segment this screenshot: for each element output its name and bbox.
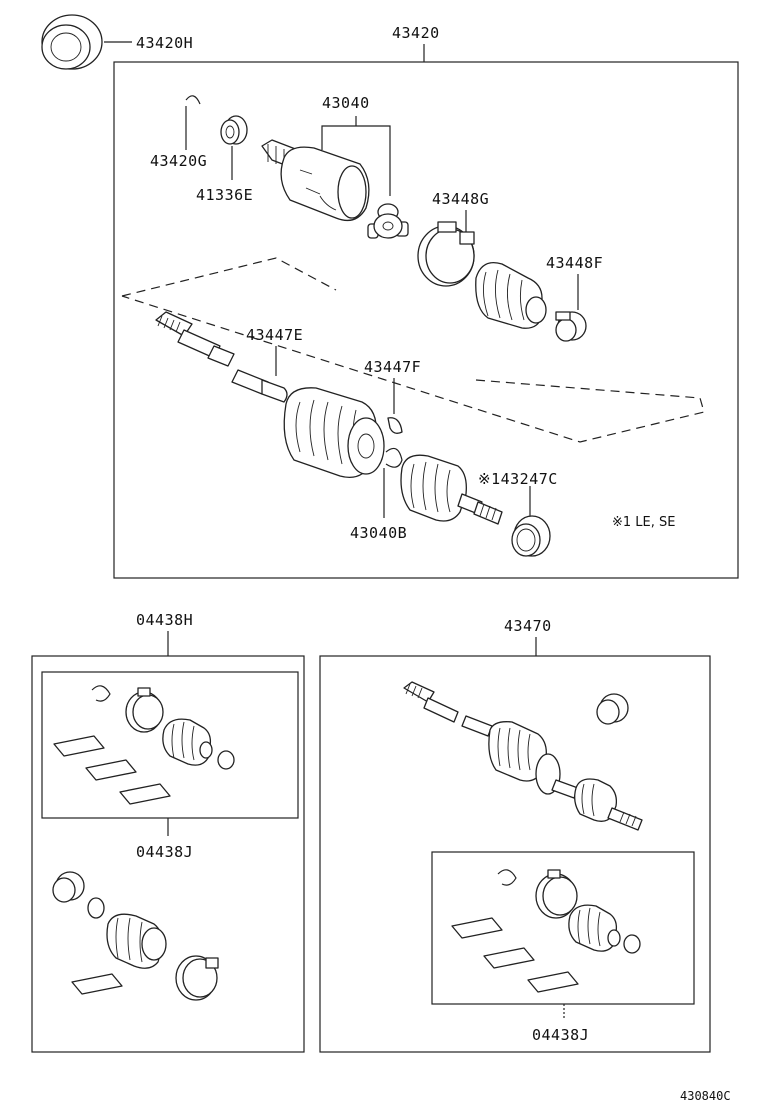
- label-43448F: 43448F: [546, 254, 603, 272]
- label-41336E: 41336E: [196, 186, 253, 204]
- figure-code: 430840C: [680, 1089, 731, 1103]
- boot-icon-right: [568, 904, 621, 952]
- label-43247C: ※143247C: [478, 470, 558, 488]
- snap-ring-43040B: [385, 447, 403, 468]
- outboard-boot: [283, 387, 385, 479]
- label-43040: 43040: [322, 94, 370, 112]
- label-43420G: 43420G: [150, 152, 207, 170]
- kit-box-04438J-left: [41, 671, 299, 819]
- boot-clamp-43448G: [417, 221, 475, 287]
- boot-outer-icon: [106, 913, 167, 969]
- boot-icon: [162, 718, 213, 766]
- clamp-icon-right: [535, 869, 578, 919]
- dashed-group-outline: [121, 257, 337, 297]
- snap-ring-icon: [91, 685, 111, 702]
- label-04438J-left: 04438J: [136, 843, 193, 861]
- note-le-se: ※1 LE, SE: [612, 515, 675, 530]
- label-04438J-right: 04438J: [532, 1026, 589, 1044]
- grease-packs-right: [451, 917, 579, 993]
- clamp-43470: [596, 693, 629, 725]
- boot-clamp-43448F: [555, 311, 587, 342]
- grease-packs: [53, 735, 171, 805]
- seal-43420H: [41, 14, 103, 70]
- label-43420: 43420: [392, 24, 440, 42]
- grease-pack-icon: [71, 973, 123, 995]
- label-04438H: 04438H: [136, 611, 193, 629]
- snap-ring-43420G: [185, 95, 201, 105]
- collar-41336E: [220, 115, 248, 145]
- clamp-43447F: [387, 417, 403, 434]
- label-43448G: 43448G: [432, 190, 489, 208]
- label-43040B: 43040B: [350, 524, 407, 542]
- clamp-small-icon-2: [87, 897, 105, 919]
- snap-ring-icon-right: [497, 869, 517, 886]
- label-43470: 43470: [504, 617, 552, 635]
- small-clamp-icon-right: [623, 934, 641, 954]
- clamp-icon: [125, 687, 164, 733]
- small-clamp-icon: [217, 750, 235, 770]
- clamp-band-icon: [175, 955, 219, 1001]
- drive-shaft: [155, 311, 288, 403]
- assembly-box-43420: [113, 61, 739, 579]
- kit-box-04438J-right: [431, 851, 695, 1005]
- inboard-boot: [475, 261, 547, 329]
- label-43447E: 43447E: [246, 326, 303, 344]
- abs-rotor-43247C: [511, 515, 551, 557]
- kit-box-04438H: [31, 655, 305, 1053]
- outboard-joint: [400, 454, 503, 525]
- tripod-joint: [367, 203, 409, 239]
- shaft-assembly-43470: [403, 681, 643, 831]
- clamp-large-icon: [52, 871, 85, 903]
- inboard-joint-housing: [261, 139, 370, 222]
- label-43420H: 43420H: [136, 34, 193, 52]
- assembly-box-43470: [319, 655, 711, 1053]
- label-43447F: 43447F: [364, 358, 421, 376]
